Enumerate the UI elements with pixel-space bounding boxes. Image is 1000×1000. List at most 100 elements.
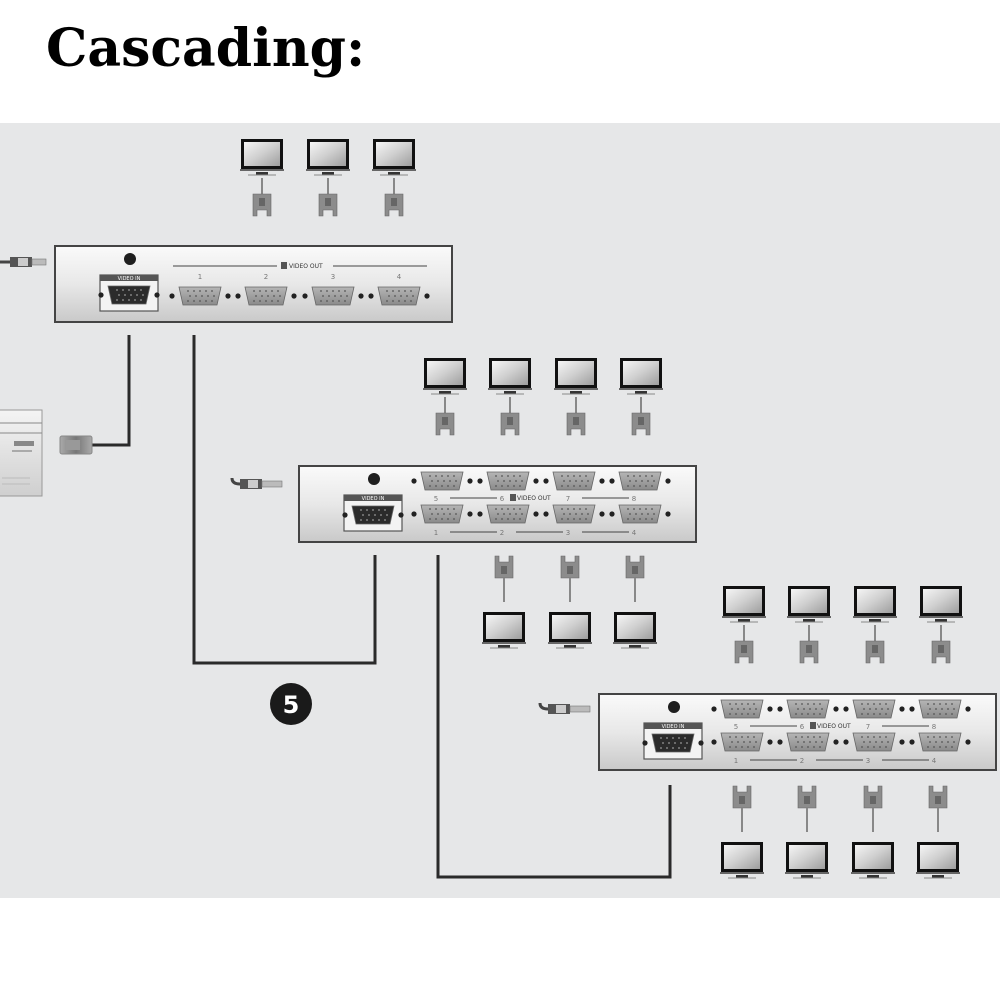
vga-port xyxy=(843,699,905,719)
port-number-label: 5 xyxy=(434,495,438,503)
power-adapter-icon xyxy=(538,702,591,714)
port-number-label: 1 xyxy=(734,757,738,765)
port-number-label: 6 xyxy=(800,723,805,731)
vga-port xyxy=(777,699,839,719)
port-number-label: 7 xyxy=(566,495,570,503)
vga-port xyxy=(302,286,364,306)
video-out-label: VIDEO OUT xyxy=(817,723,851,730)
monitor-icon xyxy=(240,139,284,176)
monitor-icon xyxy=(488,358,532,395)
port-number-label: 3 xyxy=(331,273,335,281)
cable-splitter2-to-splitter3 xyxy=(436,555,672,879)
cable-splitter1-to-splitter2 xyxy=(192,335,377,665)
port-number-label: 1 xyxy=(434,529,438,537)
cable-pc-to-splitter1 xyxy=(92,335,131,447)
vga-port xyxy=(342,505,404,525)
video-out-label: VIDEO OUT xyxy=(517,495,551,502)
vga-port xyxy=(169,286,231,306)
power-jack xyxy=(668,701,680,713)
monitor-icon xyxy=(851,842,895,879)
cables xyxy=(92,335,672,879)
port-number-label: 2 xyxy=(800,757,804,765)
vga-connector-icon xyxy=(500,397,520,436)
monitor-icon xyxy=(916,842,960,879)
monitor-icon xyxy=(722,586,766,623)
vga-port xyxy=(411,504,473,524)
power-jack xyxy=(124,253,136,265)
vga-connector-icon xyxy=(625,555,645,602)
video-in-label: VIDEO IN xyxy=(362,496,385,502)
vga-connector-icon xyxy=(560,555,580,602)
vga-port xyxy=(543,504,605,524)
video-in-label: VIDEO IN xyxy=(118,276,141,282)
monitor-icon xyxy=(720,842,764,879)
port-number-label: 2 xyxy=(264,273,268,281)
video-in-label: VIDEO IN xyxy=(662,724,685,730)
vga-connector-icon xyxy=(865,625,885,664)
monitor-icon xyxy=(787,586,831,623)
monitor-icon xyxy=(423,358,467,395)
vga-connector-icon xyxy=(799,625,819,664)
vga-connector-icon xyxy=(631,397,651,436)
step-badge: 5 xyxy=(270,683,312,725)
power-adapter-icon xyxy=(0,257,47,267)
vga-connector-icon xyxy=(384,178,404,217)
port-number-label: 3 xyxy=(566,529,570,537)
vga-connector-icon xyxy=(566,397,586,436)
vga-connector-icon xyxy=(494,555,514,602)
port-number-label: 3 xyxy=(866,757,870,765)
port-number-label: 2 xyxy=(500,529,504,537)
monitor-icon xyxy=(853,586,897,623)
monitor-icon xyxy=(919,586,963,623)
vga-port xyxy=(777,732,839,752)
monitor-icon xyxy=(785,842,829,879)
vga-port xyxy=(909,732,971,752)
monitor-icon xyxy=(482,612,526,649)
port-number-label: 4 xyxy=(932,757,937,765)
video-in-port: VIDEO IN xyxy=(642,722,704,760)
vga-port xyxy=(411,471,473,491)
port-number-label: 7 xyxy=(866,723,870,731)
monitor-icon xyxy=(619,358,663,395)
port-number-label: 8 xyxy=(632,495,636,503)
power-jack xyxy=(368,473,380,485)
port-number-label: 6 xyxy=(500,495,505,503)
port-number-label: 5 xyxy=(734,723,738,731)
power-adapter-icon xyxy=(230,477,283,489)
monitor-icon xyxy=(306,139,350,176)
vga-port xyxy=(843,732,905,752)
vga-port xyxy=(711,732,773,752)
vga-connector-icon xyxy=(318,178,338,217)
vga-port xyxy=(235,286,297,306)
vga-connector-icon xyxy=(435,397,455,436)
vga-connector-icon xyxy=(928,785,948,832)
vga-port xyxy=(98,285,160,305)
vga-port xyxy=(477,471,539,491)
monitor-icon xyxy=(372,139,416,176)
vga-connector-icon xyxy=(252,178,272,217)
video-out-label: VIDEO OUT xyxy=(289,263,323,270)
monitor-icon xyxy=(548,612,592,649)
port-number-label: 4 xyxy=(632,529,637,537)
vga-connector-icon xyxy=(732,785,752,832)
vga-connector-icon xyxy=(59,435,93,455)
vga-port xyxy=(609,471,671,491)
vga-port xyxy=(642,733,704,753)
vga-port xyxy=(609,504,671,524)
step-badge-number: 5 xyxy=(283,691,300,719)
computer-tower-icon xyxy=(0,409,43,497)
port-number-label: 4 xyxy=(397,273,402,281)
video-in-port: VIDEO IN xyxy=(342,494,404,532)
vga-port xyxy=(543,471,605,491)
vga-port xyxy=(477,504,539,524)
page-title: Cascading: xyxy=(46,18,366,79)
vga-port xyxy=(909,699,971,719)
port-number-label: 8 xyxy=(932,723,936,731)
vga-connector-icon xyxy=(797,785,817,832)
video-in-port: VIDEO IN xyxy=(98,274,160,312)
vga-connector-icon xyxy=(863,785,883,832)
video-splitter-2: VIDEO IN 5 1 6 2 7 3 8 4 VIDEO OUT xyxy=(298,465,697,543)
vga-connector-icon xyxy=(931,625,951,664)
